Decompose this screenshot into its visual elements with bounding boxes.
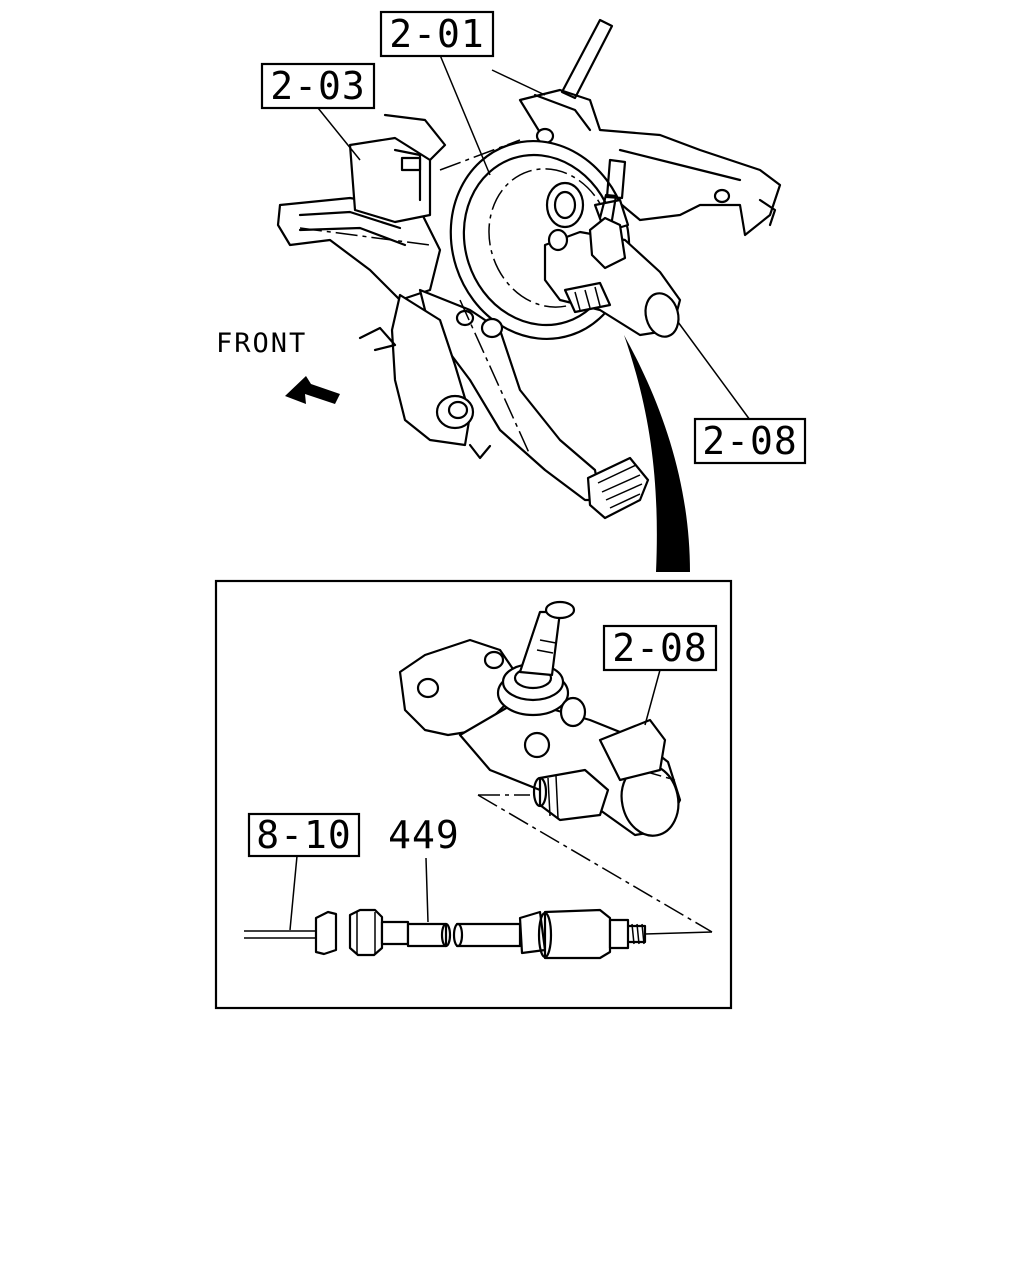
callout-2-08-top-text: 2-08 (702, 419, 798, 463)
front-label: FRONT (216, 328, 307, 359)
callout-2-08-top: 2-08 (693, 417, 807, 465)
brake-pipe-detail (244, 908, 713, 960)
front-arrow-icon (285, 376, 340, 404)
part-449-label: 449 (388, 813, 460, 857)
callout-2-08-detail-text: 2-08 (612, 626, 708, 670)
callout-2-01: 2-01 (379, 10, 495, 58)
pedal-assembly (276, 18, 782, 520)
callout-8-10: 8-10 (247, 812, 361, 858)
detail-pointer-arrow (624, 335, 690, 572)
callout-2-08-detail: 2-08 (602, 624, 718, 672)
callout-2-01-text: 2-01 (389, 12, 485, 56)
master-cylinder-detail (398, 600, 713, 933)
callout-2-03-text: 2-03 (270, 64, 366, 108)
callout-8-10-text: 8-10 (256, 813, 352, 857)
callout-2-03: 2-03 (260, 62, 376, 110)
